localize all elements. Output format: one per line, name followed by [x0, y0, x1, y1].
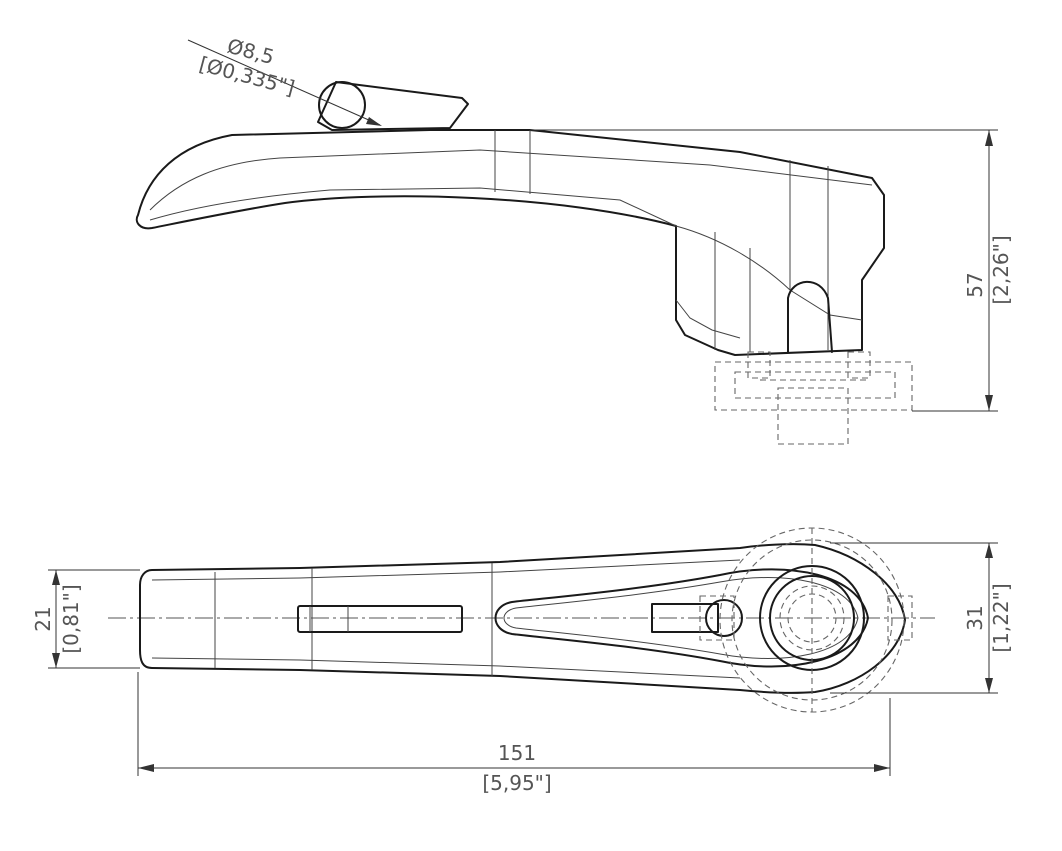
lever-outline	[135, 129, 885, 356]
length-mm-label: 151	[498, 741, 536, 765]
head-in-label: [1,22"]	[989, 583, 1013, 652]
height-dimension: 57 [2,26"]	[530, 129, 1013, 412]
lever-boss	[787, 280, 833, 353]
hole-dimension: Ø8,5 [Ø0,335"]	[187, 34, 382, 126]
lever-groove	[494, 568, 869, 668]
lever-top-outline	[139, 543, 906, 694]
top-view	[108, 527, 935, 713]
length-dimension: 151 [5,95"]	[137, 672, 891, 795]
mounting-hole	[318, 81, 366, 129]
side-view	[135, 81, 913, 445]
height-in-label: [2,26"]	[989, 235, 1013, 304]
length-in-label: [5,95"]	[482, 771, 551, 795]
hole-tab	[317, 81, 469, 131]
lever-slot	[297, 605, 463, 633]
width-mm-label: 21	[31, 606, 55, 631]
head-mm-label: 31	[963, 605, 987, 630]
height-mm-label: 57	[963, 272, 987, 297]
width-dimension: 21 [0,81"]	[31, 569, 140, 669]
hidden-lock-mechanism	[714, 351, 913, 445]
head-dimension: 31 [1,22"]	[830, 542, 1013, 694]
width-in-label: [0,81"]	[59, 584, 83, 653]
